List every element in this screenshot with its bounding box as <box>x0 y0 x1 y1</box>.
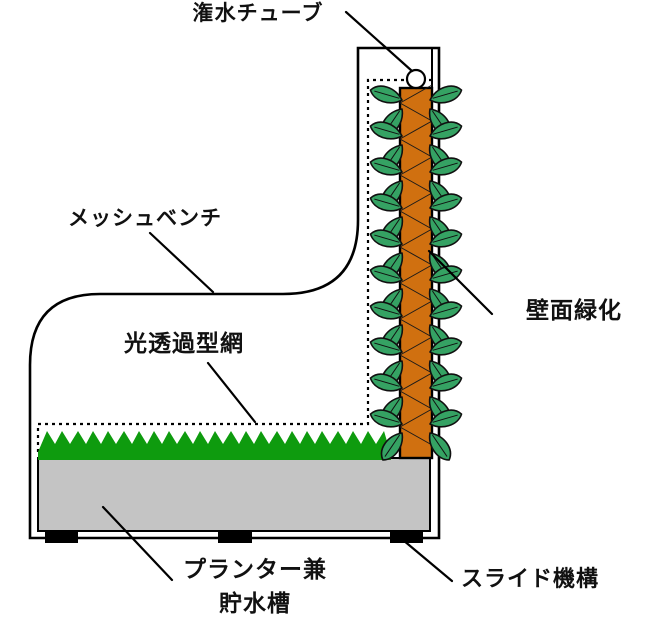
label-planter-line1: プランター兼 <box>183 556 327 582</box>
slide-foot-middle <box>218 531 252 543</box>
label-irrigation-tube: 潅水チューブ <box>192 2 324 25</box>
leader-wall-greening <box>427 249 494 316</box>
leader-slide-mechanism <box>401 538 454 583</box>
leader-mesh-bench <box>148 231 215 294</box>
label-mesh-bench: メッシュベンチ <box>68 207 222 230</box>
label-slide-mechanism: スライド機構 <box>460 566 600 591</box>
planter-tank <box>37 457 431 532</box>
label-planter-line2: 貯水槽 <box>219 590 291 616</box>
leader-irrigation-tube <box>344 10 414 73</box>
irrigation-tube-outlet <box>405 68 427 90</box>
leader-planter <box>101 505 174 582</box>
leader-light-net <box>206 361 257 424</box>
vine-lattice <box>399 84 433 446</box>
green-wall-column <box>398 86 434 460</box>
grass <box>38 431 391 460</box>
bench-frame-outline <box>28 46 441 540</box>
slide-foot-right <box>390 531 423 543</box>
slide-foot-left <box>45 531 78 543</box>
light-net-dotted-line <box>36 78 432 452</box>
label-light-net: 光透過型網 <box>124 330 244 356</box>
label-wall-greening: 壁面緑化 <box>526 297 622 323</box>
